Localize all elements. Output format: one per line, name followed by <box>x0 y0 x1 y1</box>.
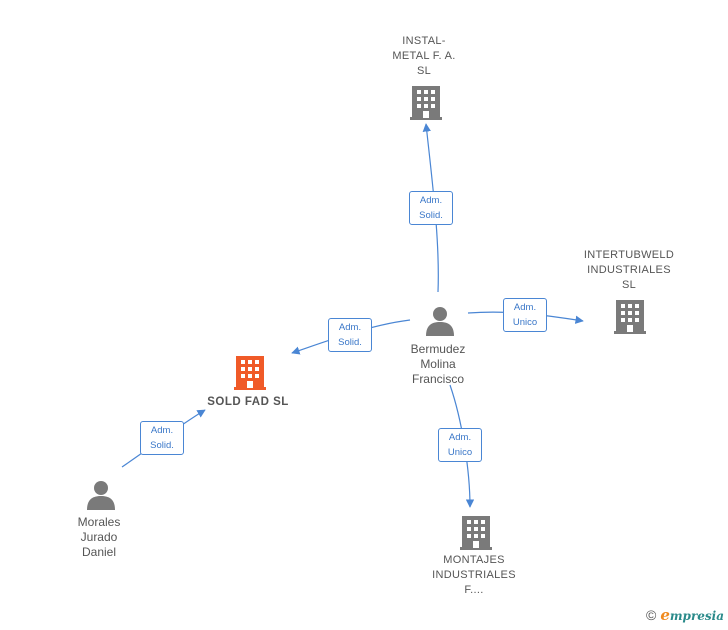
building-icon[interactable] <box>234 356 266 390</box>
node-label-intertubweld[interactable]: INTERTUBWELD INDUSTRIALES SL <box>583 249 675 291</box>
person-icon[interactable] <box>87 481 115 510</box>
brand-logo[interactable]: empresia <box>660 606 724 624</box>
edge-label-intertubweld[interactable]: Adm. Unico <box>503 298 547 332</box>
node-label-montajes[interactable]: MONTAJES INDUSTRIALES F.... <box>432 554 516 596</box>
copyright-icon: © <box>645 607 657 623</box>
node-label-bermudez[interactable]: Bermudez Molina Francisco <box>410 342 466 386</box>
node-label-sold-fad[interactable]: SOLD FAD SL <box>207 396 289 408</box>
edge-label-morales[interactable]: Adm. Solid. <box>140 421 184 455</box>
edge-label-montajes[interactable]: Adm. Unico <box>438 428 482 462</box>
edge-label-soldfad[interactable]: Adm. Solid. <box>328 318 372 352</box>
building-icon[interactable] <box>460 516 492 550</box>
brand-footer: © empresia <box>646 606 724 624</box>
person-icon[interactable] <box>426 307 454 336</box>
node-label-instal-metal[interactable]: INSTAL- METAL F. A. SL <box>392 35 456 77</box>
node-label-morales[interactable]: Morales Jurado Daniel <box>77 515 121 559</box>
edge-label-instal[interactable]: Adm. Solid. <box>409 191 453 225</box>
building-icon[interactable] <box>410 86 442 120</box>
building-icon[interactable] <box>614 300 646 334</box>
